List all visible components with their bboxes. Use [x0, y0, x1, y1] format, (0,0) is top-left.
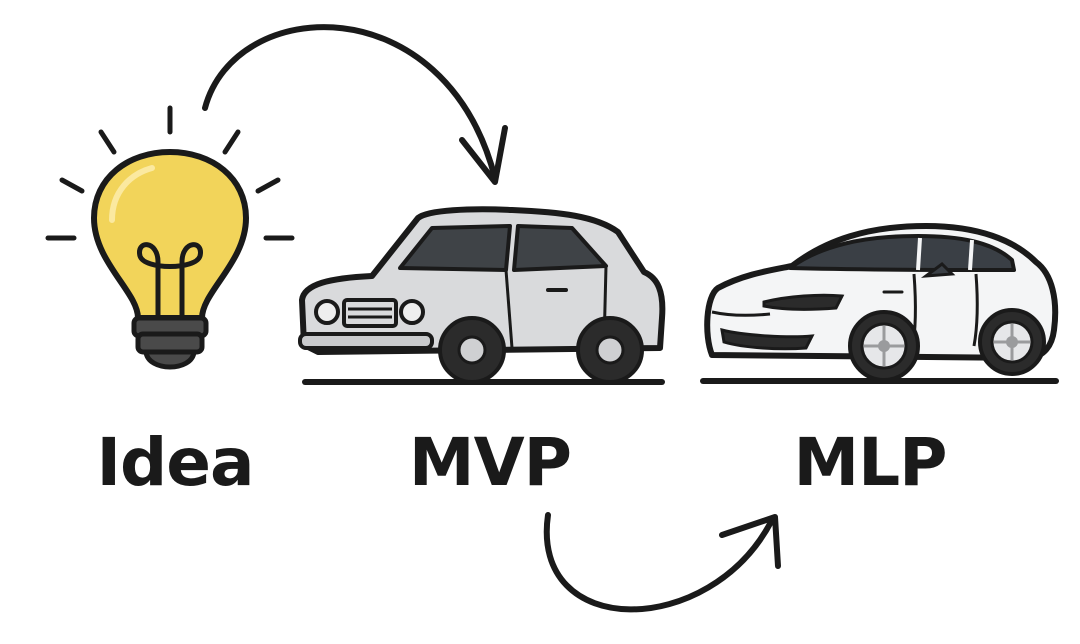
bulb-glass: [91, 149, 249, 321]
stage-label-mlp: MLP: [793, 424, 947, 501]
modern-car-windows: [788, 234, 1016, 272]
modern-car-intake: [720, 327, 815, 351]
old-car-headlight-right: [399, 299, 425, 325]
old-car-front-window: [398, 224, 512, 272]
bulb-base-mid: [135, 331, 205, 355]
modern-car-icon: [700, 223, 1059, 384]
old-car-headlight-left: [314, 299, 340, 325]
old-car-wheel-front: [438, 316, 506, 384]
arrow-mvp-to-mlp: [543, 512, 781, 613]
old-car-wheel-rear: [576, 316, 644, 384]
light-rays: [45, 105, 295, 241]
stage-label-mvp: MVP: [408, 424, 572, 501]
modern-car-headlight: [762, 293, 845, 311]
old-car-bumper: [298, 332, 434, 350]
bulb-filament: [137, 242, 203, 321]
old-car-grille: [342, 298, 398, 328]
modern-car-wheel-front: [848, 310, 920, 382]
modern-car-wheel-rear: [978, 308, 1046, 376]
arrow-idea-to-mvp: [202, 24, 508, 185]
stage-label-idea: Idea: [96, 424, 254, 501]
lightbulb-icon: [45, 105, 295, 370]
old-car-icon: [298, 206, 666, 385]
bulb-base-tip: [143, 349, 197, 370]
